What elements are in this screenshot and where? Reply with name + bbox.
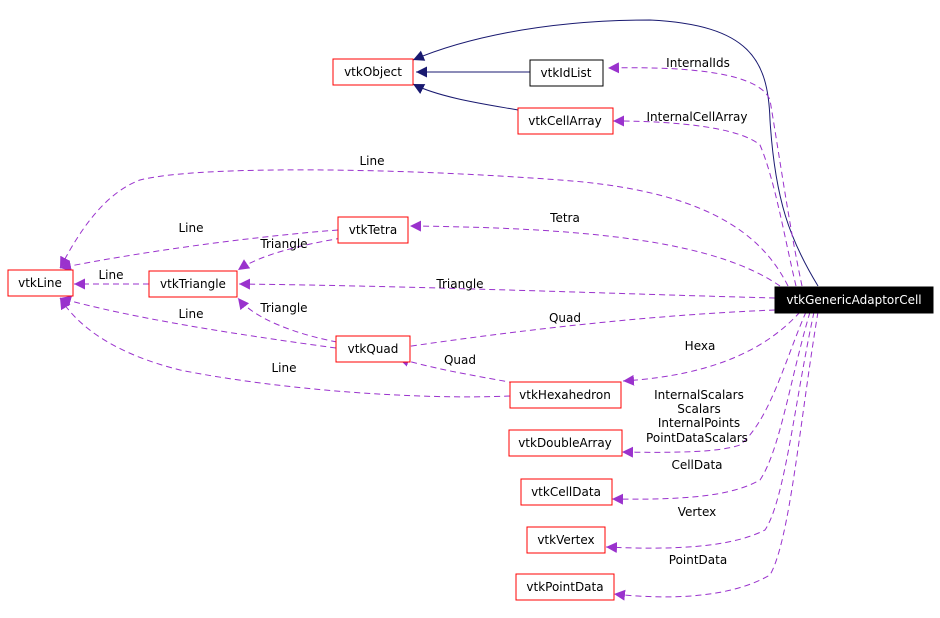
class-node-vtkGenericAdaptorCell[interactable]: vtkGenericAdaptorCell [774,286,934,314]
class-node-vtkIdList[interactable]: vtkIdList [529,59,604,87]
edge-vtkGenericAdaptorCell-to-vtkCellArray: InternalCellArray [612,110,797,287]
class-node-vtkObject[interactable]: vtkObject [332,58,414,86]
svg-text:vtkHexahedron: vtkHexahedron [519,388,611,402]
edge-vtkGenericAdaptorCell-to-vtkObject [412,19,819,287]
edge-label-internal-ids: InternalIds [666,56,730,70]
edge-label-line: Line [178,221,203,235]
svg-text:vtkGenericAdaptorCell: vtkGenericAdaptorCell [786,293,921,307]
class-node-vtkCellArray[interactable]: vtkCellArray [517,107,614,135]
edge-label-cell-data: CellData [671,458,722,472]
edge-label-scalars: Scalars [677,402,720,416]
edge-vtkGenericAdaptorCell-to-vtkQuad: Quad [397,309,776,352]
edge-vtkQuad-to-vtkLine: Line [59,295,337,349]
edge-vtkGenericAdaptorCell-to-vtkHexahedron: Hexa [622,311,801,386]
edge-label-quad: Quad [549,311,581,325]
class-node-vtkLine[interactable]: vtkLine [7,269,74,297]
svg-text:vtkObject: vtkObject [344,65,402,79]
svg-text:vtkQuad: vtkQuad [348,342,399,356]
edge-label-triangle: Triangle [259,301,307,315]
edge-label-quad: Quad [444,353,476,367]
edge-label-internal-cell-array: InternalCellArray [647,110,748,124]
edge-label-line: Line [359,154,384,168]
edge-label-line: Line [271,361,296,375]
class-node-vtkVertex[interactable]: vtkVertex [526,526,606,554]
svg-text:vtkCellArray: vtkCellArray [528,114,602,128]
class-node-vtkPointData[interactable]: vtkPointData [515,573,615,601]
edge-label-hexa: Hexa [685,339,716,353]
edge-vtkTetra-to-vtkLine: Line [59,221,339,272]
edge-vtkHexahedron-to-vtkQuad: Quad [397,353,516,384]
edge-vtkCellArray-to-vtkObject [412,83,519,111]
class-node-vtkDoubleArray[interactable]: vtkDoubleArray [508,429,623,457]
edge-vtkGenericAdaptorCell-to-vtkLine: Line [59,154,789,287]
edge-vtkTetra-to-vtkTriangle: Triangle [237,237,343,271]
svg-text:vtkLine: vtkLine [18,276,62,290]
class-node-vtkTriangle[interactable]: vtkTriangle [148,270,238,298]
svg-text:vtkPointData: vtkPointData [526,580,603,594]
edge-label-vertex: Vertex [678,505,717,519]
edge-label-line: Line [98,268,123,282]
edge-vtkGenericAdaptorCell-to-vtkTetra: Tetra [409,211,781,287]
svg-text:vtkCellData: vtkCellData [531,485,601,499]
edge-vtkGenericAdaptorCell-to-vtkTriangle: Triangle [238,277,776,299]
svg-text:vtkTriangle: vtkTriangle [160,277,226,291]
svg-text:vtkIdList: vtkIdList [541,66,592,80]
edge-vtkGenericAdaptorCell-to-vtkCellData: CellData [611,311,811,505]
edge-vtkQuad-to-vtkTriangle: Triangle [237,297,338,343]
edge-vtkGenericAdaptorCell-to-vtkPointData: PointData [613,311,819,601]
class-node-vtkHexahedron[interactable]: vtkHexahedron [509,381,622,409]
edge-label-internal-scalars: InternalScalars [654,388,744,402]
edge-label-tetra: Tetra [549,211,580,225]
edge-label-point-data: PointData [669,553,727,567]
edge-vtkGenericAdaptorCell-to-vtkDoubleArray: InternalScalars Scalars InternalPoints P… [621,311,807,458]
edge-vtkGenericAdaptorCell-to-vtkIdList: InternalIds [607,56,803,287]
edge-label-line: Line [178,307,203,321]
class-node-vtkTetra[interactable]: vtkTetra [337,216,409,244]
edge-label-triangle: Triangle [259,237,307,251]
edge-vtkTriangle-to-vtkLine: Line [74,268,149,290]
class-node-vtkCellData[interactable]: vtkCellData [520,478,613,506]
edge-vtkHexahedron-to-vtkLine: Line [59,297,511,398]
edge-label-internal-points: InternalPoints [658,416,740,430]
svg-text:vtkTetra: vtkTetra [349,223,397,237]
edge-vtkGenericAdaptorCell-to-vtkVertex: Vertex [605,311,815,554]
svg-text:vtkVertex: vtkVertex [537,533,594,547]
edge-label-point-data-scalars: PointDataScalars [646,431,748,445]
class-node-vtkQuad[interactable]: vtkQuad [335,335,411,363]
svg-text:vtkDoubleArray: vtkDoubleArray [518,436,612,450]
edge-label-triangle: Triangle [435,277,483,291]
